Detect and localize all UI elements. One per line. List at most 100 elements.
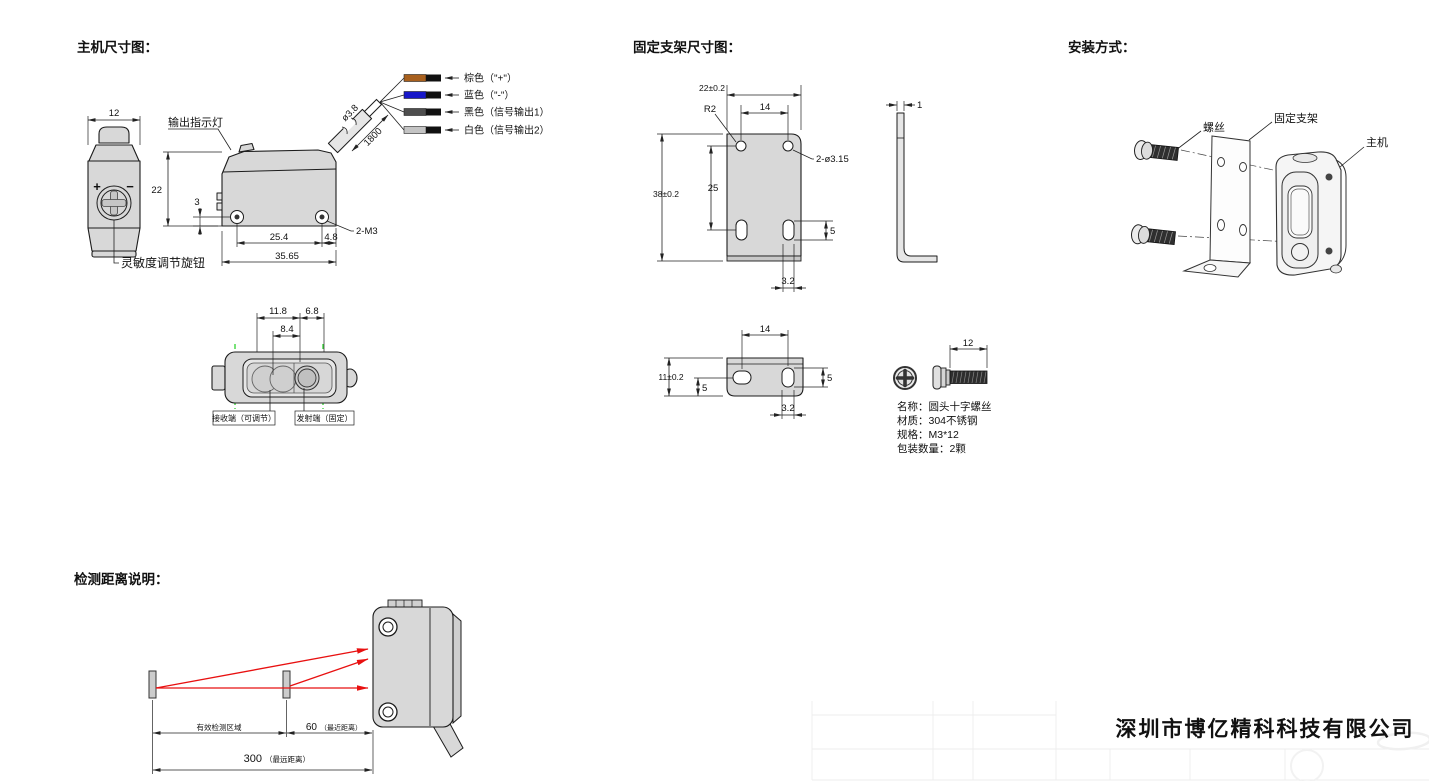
wire-fan: 棕色（"+"） 蓝色（"-"） 黑色（信号输出1） bbox=[379, 72, 550, 137]
screw-name-line: 名称：圆头十字螺丝 bbox=[897, 400, 992, 413]
bracket-hole-left bbox=[735, 140, 747, 152]
install-unit-side-edge bbox=[1335, 159, 1347, 267]
mount-hole-left-center bbox=[234, 214, 240, 220]
emitter-lens-inner bbox=[297, 368, 317, 388]
wire-black-label: 黑色（信号输出1） bbox=[464, 106, 550, 119]
front-view-body bbox=[221, 149, 337, 227]
phillips-cross-icon bbox=[895, 368, 915, 388]
dim-bracket-hole-spacing: 14 bbox=[760, 102, 771, 113]
bracket-dimension-section: 固定支架尺寸图： 22±0.2 14 R2 2-ø3.15 38±0. bbox=[633, 39, 992, 455]
dim-front-height: 22 bbox=[151, 185, 162, 196]
wire-black-tip bbox=[426, 108, 441, 116]
section-title-detection: 检测距离说明： bbox=[74, 571, 169, 587]
install-unit-lens-circle bbox=[1291, 243, 1309, 261]
main-unit-dimension-section: 主机尺寸图： + − 12 灵敏度调节旋钮 bbox=[77, 39, 550, 426]
dim-span-total: 11.8 bbox=[269, 306, 287, 317]
dim-bracket-height: 38±0.2 bbox=[653, 189, 679, 199]
screw-spec-line: 规格：M3*12 bbox=[897, 428, 959, 441]
dim-bottom-slot-offset-right: 5 bbox=[827, 373, 832, 384]
screw-detail: 12 名称：圆头十字螺丝 材质：304不锈钢 规格：M3*12 包装数量：2颗 bbox=[893, 338, 992, 455]
detection-far-value: 300 bbox=[244, 753, 262, 765]
bottom-view-left-tab bbox=[211, 365, 226, 391]
detection-sensor-body bbox=[372, 606, 454, 728]
dim-span-right: 6.8 bbox=[305, 306, 318, 317]
section-title-main-unit: 主机尺寸图： bbox=[77, 39, 158, 55]
title-block-watermark: 深圳市博亿精科科技有限公司 bbox=[811, 701, 1429, 781]
install-bracket-label: 固定支架 bbox=[1274, 111, 1318, 125]
install-bracket-foot-hole bbox=[1203, 264, 1217, 272]
bracket-bottom-view: 14 11±0.2 5 5 3.2 bbox=[658, 324, 832, 419]
dim-hole-spacing: 25.4 bbox=[270, 232, 289, 243]
detection-beams bbox=[155, 648, 369, 691]
screw-threads bbox=[951, 371, 987, 384]
detection-distance-section: 检测距离说明： bbox=[74, 571, 464, 774]
wire-blue-insulation bbox=[403, 91, 427, 99]
bracket-bottom-slot-left bbox=[732, 370, 752, 385]
wire-blue: 蓝色（"-"） bbox=[403, 89, 514, 102]
knob-plus-mark: + bbox=[93, 179, 101, 194]
detection-zone-label: 有效检测区域 bbox=[197, 722, 242, 732]
detection-sensor-side-cap bbox=[452, 612, 462, 725]
dim-bracket-hole-spec: 2-ø3.15 bbox=[816, 154, 849, 165]
install-screw-upper-collar bbox=[1141, 141, 1154, 160]
screw-washer bbox=[940, 367, 947, 388]
wire-white-tip bbox=[426, 126, 441, 134]
main-unit-bottom-view: 11.8 6.8 8.4 接收端（可调节） 发射端（固定） bbox=[211, 306, 358, 426]
dim-hole-to-edge: 4.8 bbox=[324, 232, 337, 243]
target-far bbox=[148, 670, 157, 699]
screw-flange bbox=[945, 369, 951, 386]
front-side-button-1 bbox=[216, 192, 223, 201]
thread-spec-label: 2-M3 bbox=[356, 226, 378, 237]
install-screw-lower bbox=[1130, 224, 1176, 246]
beam-near-return bbox=[289, 658, 369, 687]
install-bracket-hole-1 bbox=[1217, 157, 1225, 167]
install-screw-upper bbox=[1134, 140, 1179, 161]
dim-hole-to-bottom: 3 bbox=[194, 197, 199, 208]
dim-span-center: 8.4 bbox=[280, 324, 293, 335]
installation-section: 安装方式： bbox=[1068, 39, 1388, 278]
wire-white-insulation bbox=[403, 126, 427, 134]
receiver-label: 接收端（可调节） bbox=[212, 413, 276, 423]
install-bracket-foot bbox=[1182, 259, 1252, 278]
company-watermark: 深圳市博亿精科科技有限公司 bbox=[1116, 717, 1415, 741]
front-side-button-2 bbox=[216, 202, 223, 211]
wire-blue-label: 蓝色（"-"） bbox=[464, 89, 514, 102]
side-view-dome bbox=[98, 126, 130, 144]
install-unit-hole-upper bbox=[1325, 173, 1333, 181]
emitter-label: 发射端（固定） bbox=[297, 413, 353, 423]
bracket-slot-right bbox=[782, 219, 795, 241]
bracket-bottom-slot-right bbox=[781, 367, 795, 388]
dim-total-width: 35.65 bbox=[275, 251, 299, 262]
mount-hole-right-center bbox=[319, 214, 325, 220]
detection-near-note: （最近距离） bbox=[320, 723, 362, 732]
dim-bottom-hole-spacing: 14 bbox=[760, 324, 771, 335]
wire-brown-insulation bbox=[403, 74, 427, 82]
dim-side-width: 12 bbox=[109, 108, 120, 119]
dim-screw-length: 12 bbox=[963, 338, 974, 349]
bracket-bottom-fold bbox=[726, 255, 802, 262]
bracket-bottom-plate bbox=[726, 357, 804, 397]
receiver-label-box bbox=[212, 410, 276, 426]
dim-bracket-slot-width: 3.2 bbox=[781, 276, 794, 287]
wire-black-insulation bbox=[403, 108, 427, 116]
receiver-lens-b bbox=[269, 365, 297, 393]
detection-sensor-bolt-bottom-inner bbox=[382, 706, 394, 718]
detection-near-value: 60 bbox=[306, 722, 318, 733]
sensitivity-knob-label: 灵敏度调节旋钮 bbox=[121, 255, 205, 270]
install-bracket-slot-1 bbox=[1217, 219, 1225, 231]
install-unit-top-detail bbox=[1292, 153, 1318, 163]
install-bracket-3d bbox=[1182, 135, 1252, 278]
wire-white-label: 白色（信号输出2） bbox=[464, 124, 550, 137]
faint-seal-stamp bbox=[1290, 749, 1324, 781]
install-unit-label: 主机 bbox=[1366, 135, 1388, 149]
dim-bottom-slot-width: 3.2 bbox=[781, 403, 794, 414]
section-title-install: 安装方式： bbox=[1068, 39, 1136, 55]
sensitivity-knob-inner bbox=[100, 189, 128, 217]
wire-brown: 棕色（"+"） bbox=[403, 72, 517, 85]
dim-corner-radius: R2 bbox=[704, 104, 716, 115]
bracket-front-view: 22±0.2 14 R2 2-ø3.15 38±0.2 25 5 bbox=[653, 83, 849, 292]
knob-cross-horizontal bbox=[101, 199, 127, 207]
faint-oval-stamp bbox=[1376, 731, 1429, 751]
